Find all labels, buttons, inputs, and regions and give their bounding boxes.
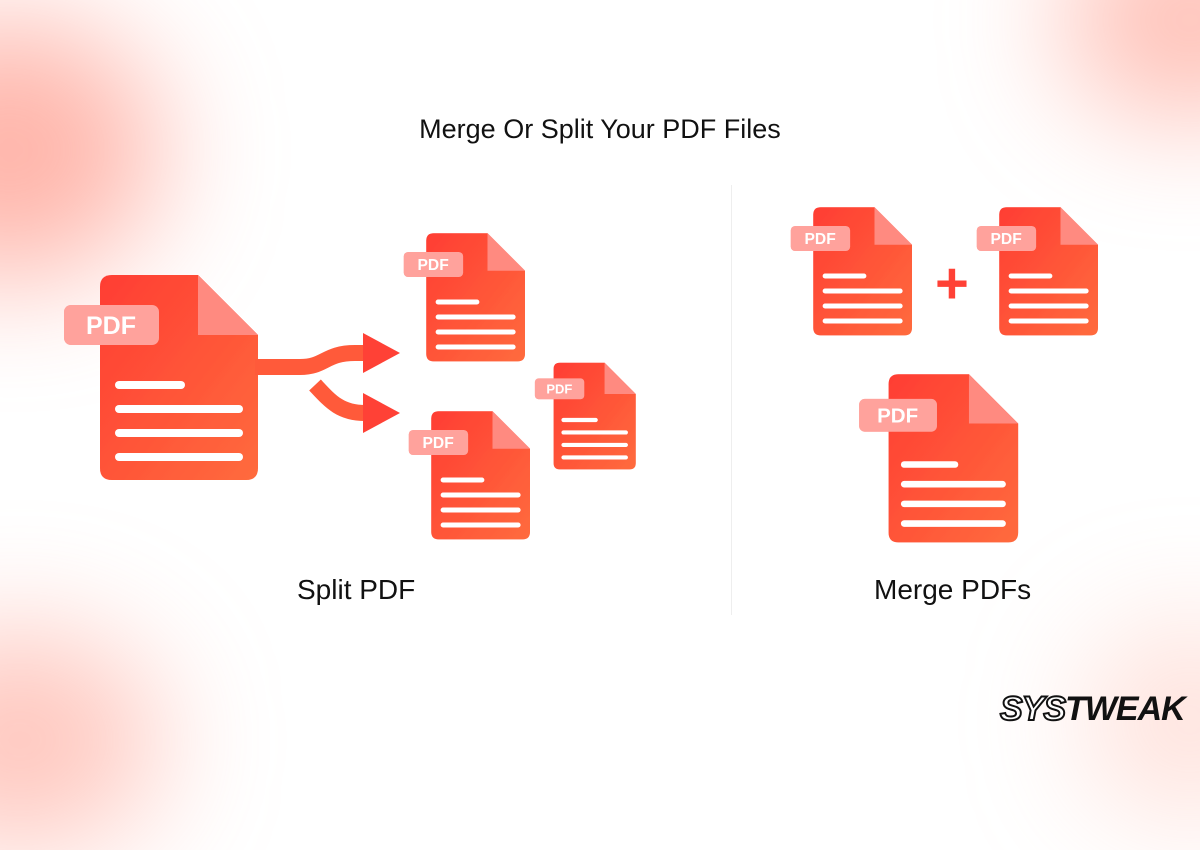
merge-pdf-icon-1 [790, 207, 912, 336]
bg-glow [1060, 0, 1200, 120]
merge-label: Merge PDFs [874, 574, 1032, 605]
source-pdf-icon [64, 275, 258, 480]
merged-pdf-icon [859, 374, 1019, 543]
bg-glow [0, 20, 160, 280]
split-pdf-icon-1 [403, 233, 525, 362]
divider [731, 185, 732, 615]
plus-icon: + [935, 251, 969, 316]
split-arrow-icon [255, 333, 400, 433]
page-title: Merge Or Split Your PDF Files [419, 114, 781, 144]
bg-glow [0, 630, 160, 850]
merge-pdf-icon-2 [976, 207, 1098, 336]
systweak-logo: SYSTWEAK [999, 689, 1186, 729]
split-label: Split PDF [297, 574, 416, 605]
split-pdf-icon-3 [534, 362, 636, 470]
